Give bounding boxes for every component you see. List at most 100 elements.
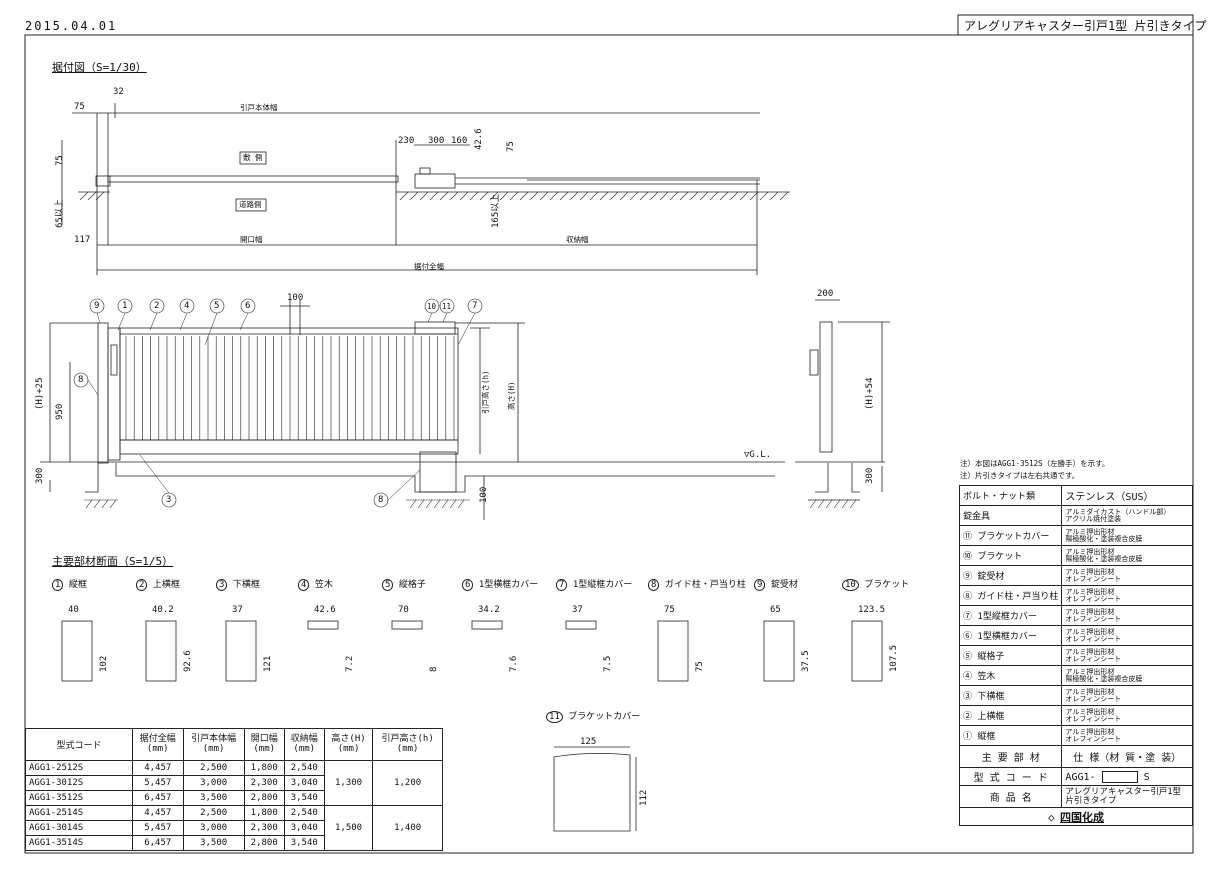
material-spec: アルミ押出形材 陽極酸化・塗装複合皮膜 (1061, 525, 1193, 546)
section-profile (391, 620, 423, 630)
table-cell-h: 1,400 (372, 805, 443, 851)
section-name: 錠受材 (765, 580, 798, 590)
table-cell: 2,540 (283, 760, 325, 776)
brand-name: 四国化成 (1060, 810, 1105, 824)
model-value: AGG1- (1065, 771, 1096, 783)
material-part: ④ 笠木 (958, 665, 1063, 686)
plan-view-title: 据付図（S=1/30） (52, 61, 147, 74)
section-profile (307, 620, 339, 630)
table-cell: 3,040 (283, 775, 325, 791)
bolt-label: ボルト・ナット類 (958, 485, 1063, 506)
callout-5: 5 (214, 301, 220, 311)
material-part: ⑪ ブラケットカバー (958, 525, 1063, 546)
bracket-cover-name: ブラケットカバー (568, 712, 641, 722)
side-dim-200: 200 (817, 289, 834, 299)
section-width: 123.5 (858, 605, 886, 615)
material-part: ⑦ 1型縦框カバー (958, 605, 1063, 626)
dim-total: 据付全幅 (414, 262, 444, 271)
elevation-view (40, 298, 785, 520)
bracket-cover-no: 11 (546, 711, 563, 723)
table-cell: AGG1-2514S (25, 805, 133, 821)
material-row: ⑥ 1型横框カバーアルミ押出形材 オレフィンシート (958, 625, 1193, 646)
table-cell: AGG1-3514S (25, 835, 133, 851)
title-block-product: アレグリアキャスター引戸1型 片引きタイプ (964, 19, 1207, 33)
dim-160: 160 (451, 136, 468, 146)
section-name: 1型縦框カバー (567, 580, 633, 590)
section-6-title: 6 1型横框カバー (462, 579, 539, 591)
table-cell: 2,800 (243, 835, 285, 851)
section-name: 縦框 (63, 580, 87, 590)
sections-title: 主要部材断面（S=1/5） (52, 555, 174, 568)
material-spec: アルミ押出形材 陽極酸化・塗装複合皮膜 (1061, 665, 1193, 686)
section-name: 上横框 (147, 580, 180, 590)
section-name: ガイド柱・戸当り柱 (659, 580, 746, 590)
header-body: 引戸本体幅 (mm) (182, 728, 245, 761)
material-row: ⑧ ガイド柱・戸当り柱アルミ押出形材 オレフィンシート (958, 585, 1193, 606)
section-no: 2 (136, 579, 148, 591)
table-cell: 2,500 (182, 805, 245, 821)
table-cell: 3,500 (182, 790, 245, 806)
product-value: アレグリアキャスター引戸1型 片引きタイプ (1061, 785, 1193, 808)
section-profile (657, 620, 689, 682)
section-width: 65 (770, 605, 781, 615)
gl-label: ▽G.L. (744, 450, 772, 460)
section-no: 10 (842, 579, 859, 591)
section-name: 1型横框カバー (473, 580, 539, 590)
section-10-title: 10 ブラケット (842, 579, 910, 591)
callout-3: 3 (166, 495, 172, 505)
drawing-date: 2015.04.01 (25, 19, 118, 33)
model-label: 型 式 コ ー ド (958, 767, 1063, 786)
materials-header-row: 主 要 部 材 仕 様（材 質・塗 装） (958, 745, 1193, 768)
material-part: 錠金具 (958, 505, 1063, 526)
table-cell: 4,457 (132, 805, 184, 821)
material-row: ① 縦框アルミ押出形材 オレフィンシート (958, 725, 1193, 746)
material-spec: アルミ押出形材 オレフィンシート (1061, 625, 1193, 646)
section-width: 37 (232, 605, 243, 615)
bracket-cover-h: 112 (639, 789, 649, 806)
plan-view (61, 103, 790, 275)
section-width: 75 (664, 605, 675, 615)
materials-bolt-row: ボルト・ナット類 ステンレス（SUS） (958, 485, 1193, 506)
material-spec: アルミダイカスト（ハンドル部） アクリル焼付塗装 (1061, 505, 1193, 526)
table-cell: 4,457 (132, 760, 184, 776)
section-9-title: 9 錠受材 (754, 579, 798, 591)
note-2: 注）片引きタイプは左右共通です。 (960, 471, 1080, 480)
header-H: 高さ(H) (mm) (323, 728, 374, 761)
section-name: ブラケット (858, 580, 910, 590)
section-1-title: 1 縦框 (52, 579, 87, 591)
callout-1: 1 (122, 301, 128, 311)
brand-logo-icon: ◇ (1047, 810, 1055, 824)
table-cell: 3,540 (283, 790, 325, 806)
material-spec: アルミ押出形材 オレフィンシート (1061, 645, 1193, 666)
section-3-title: 3 下横框 (216, 579, 260, 591)
table-cell: 5,457 (132, 775, 184, 791)
dim-opening: 開口幅 (240, 235, 263, 244)
material-spec: アルミ押出形材 オレフィンシート (1061, 725, 1193, 746)
product-label: 商 品 名 (958, 785, 1063, 808)
material-row: ⑪ ブラケットカバーアルミ押出形材 陽極酸化・塗装複合皮膜 (958, 525, 1193, 546)
section-width: 34.2 (478, 605, 500, 615)
table-cell: 5,457 (132, 820, 184, 836)
dim-100-top: 100 (287, 293, 304, 303)
table-cell: 2,500 (182, 760, 245, 776)
callout-8-bottom: 8 (378, 495, 384, 505)
header-h: 引戸高さ(h) (mm) (372, 728, 443, 761)
section-profile (565, 620, 597, 630)
table-cell: 6,457 (132, 790, 184, 806)
material-spec: アルミ押出形材 オレフィンシート (1061, 585, 1193, 606)
material-row: ③ 下横框アルミ押出形材 オレフィンシート (958, 685, 1193, 706)
section-no: 7 (556, 579, 568, 591)
table-cell: 3,000 (182, 775, 245, 791)
side-dim-h54: (H)+54 (865, 377, 875, 410)
table-cell: 2,300 (243, 820, 285, 836)
material-part: ⑥ 1型横框カバー (958, 625, 1063, 646)
callout-10: 10 (427, 302, 437, 311)
dim-300: 300 (428, 136, 445, 146)
header-model: 型式コード (25, 728, 133, 761)
label-road: 道路側 (239, 200, 262, 209)
spec-table-header: 型式コード 据付全幅 (mm) 引戸本体幅 (mm) 開口幅 (mm) 収納幅 … (25, 728, 443, 761)
material-row: ⑤ 縦格子アルミ押出形材 オレフィンシート (958, 645, 1193, 666)
